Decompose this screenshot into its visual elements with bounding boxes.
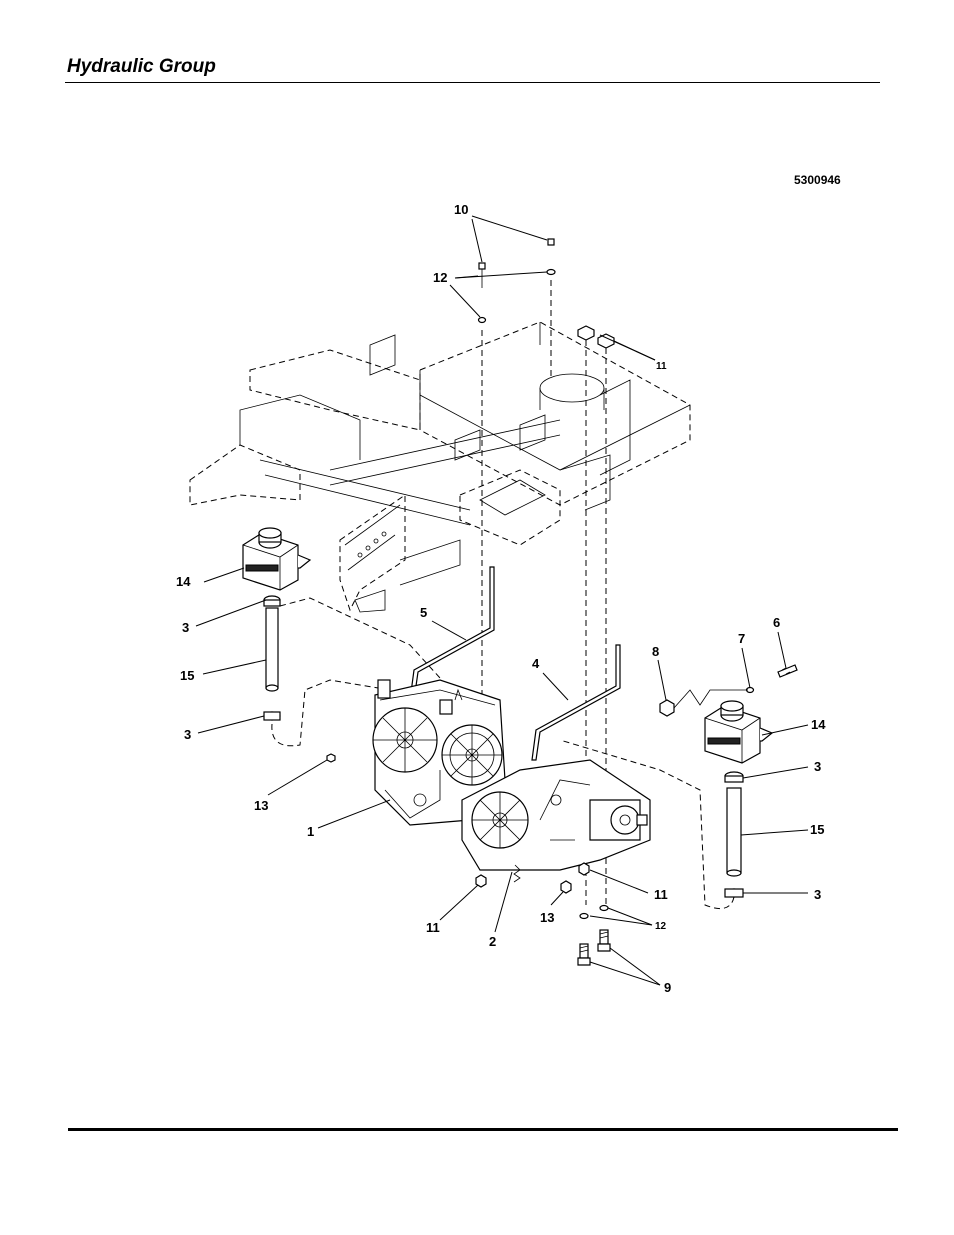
left-hydro-pump bbox=[372, 679, 506, 826]
callout-7: 7 bbox=[738, 631, 745, 646]
callout-12: 12 bbox=[433, 270, 447, 285]
callout-11: 11 bbox=[654, 887, 668, 902]
callout-14: 14 bbox=[176, 574, 191, 589]
chassis-frame bbox=[189, 321, 691, 613]
left-reservoir-assembly bbox=[242, 527, 461, 747]
callout-1: 1 bbox=[307, 824, 314, 839]
callout-15: 15 bbox=[810, 822, 824, 837]
callout-11: 11 bbox=[426, 920, 440, 935]
callout-8: 8 bbox=[652, 644, 659, 659]
callout-9: 9 bbox=[664, 980, 671, 995]
leader-lines bbox=[195, 215, 809, 986]
right-reservoir-assembly bbox=[559, 664, 798, 910]
callout-5: 5 bbox=[420, 605, 427, 620]
right-hydro-pump bbox=[461, 759, 651, 883]
callout-3: 3 bbox=[184, 727, 191, 742]
callout-labels: 10 12 11 14 3 15 3 5 4 8 7 6 14 3 15 3 1… bbox=[176, 202, 826, 995]
callout-13: 13 bbox=[254, 798, 268, 813]
page-title: Hydraulic Group bbox=[67, 56, 216, 77]
callout-11: 11 bbox=[656, 361, 667, 372]
callout-14: 14 bbox=[811, 717, 826, 732]
callout-10: 10 bbox=[454, 202, 468, 217]
callout-3: 3 bbox=[814, 887, 821, 902]
callout-12: 12 bbox=[655, 921, 667, 932]
header-rule bbox=[65, 82, 880, 83]
figure-number: 5300946 bbox=[794, 173, 841, 187]
callout-13: 13 bbox=[540, 910, 554, 925]
callout-3: 3 bbox=[814, 759, 821, 774]
callout-15: 15 bbox=[180, 668, 194, 683]
callout-4: 4 bbox=[532, 656, 540, 671]
callout-6: 6 bbox=[773, 615, 780, 630]
callout-3: 3 bbox=[182, 620, 189, 635]
footer-rule bbox=[68, 1128, 898, 1131]
callout-2: 2 bbox=[489, 934, 496, 949]
